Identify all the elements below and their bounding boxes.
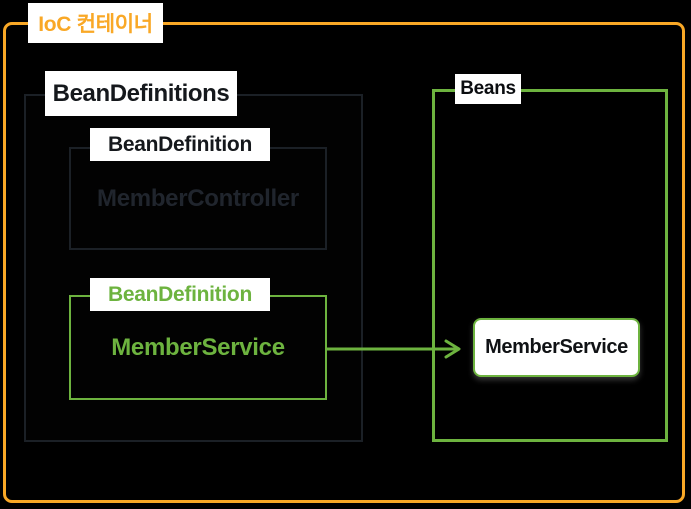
bean-definition-memberservice-box: MemberService — [69, 295, 327, 400]
bean-definition-memberservice-label: BeanDefinition — [90, 278, 270, 311]
memberservice-definition-text: MemberService — [111, 333, 285, 361]
bean-definition-membercontroller-label: BeanDefinition — [90, 128, 270, 161]
ioc-container-box — [3, 22, 685, 503]
bean-memberservice-card: MemberService — [473, 318, 640, 377]
ioc-container-title: IoC 컨테이너 — [28, 3, 163, 43]
bean-definition-membercontroller-box: MemberController — [69, 147, 327, 250]
beans-box — [432, 89, 668, 442]
membercontroller-text: MemberController — [97, 184, 299, 212]
bean-definitions-label: BeanDefinitions — [45, 71, 237, 116]
beans-label: Beans — [455, 74, 521, 104]
